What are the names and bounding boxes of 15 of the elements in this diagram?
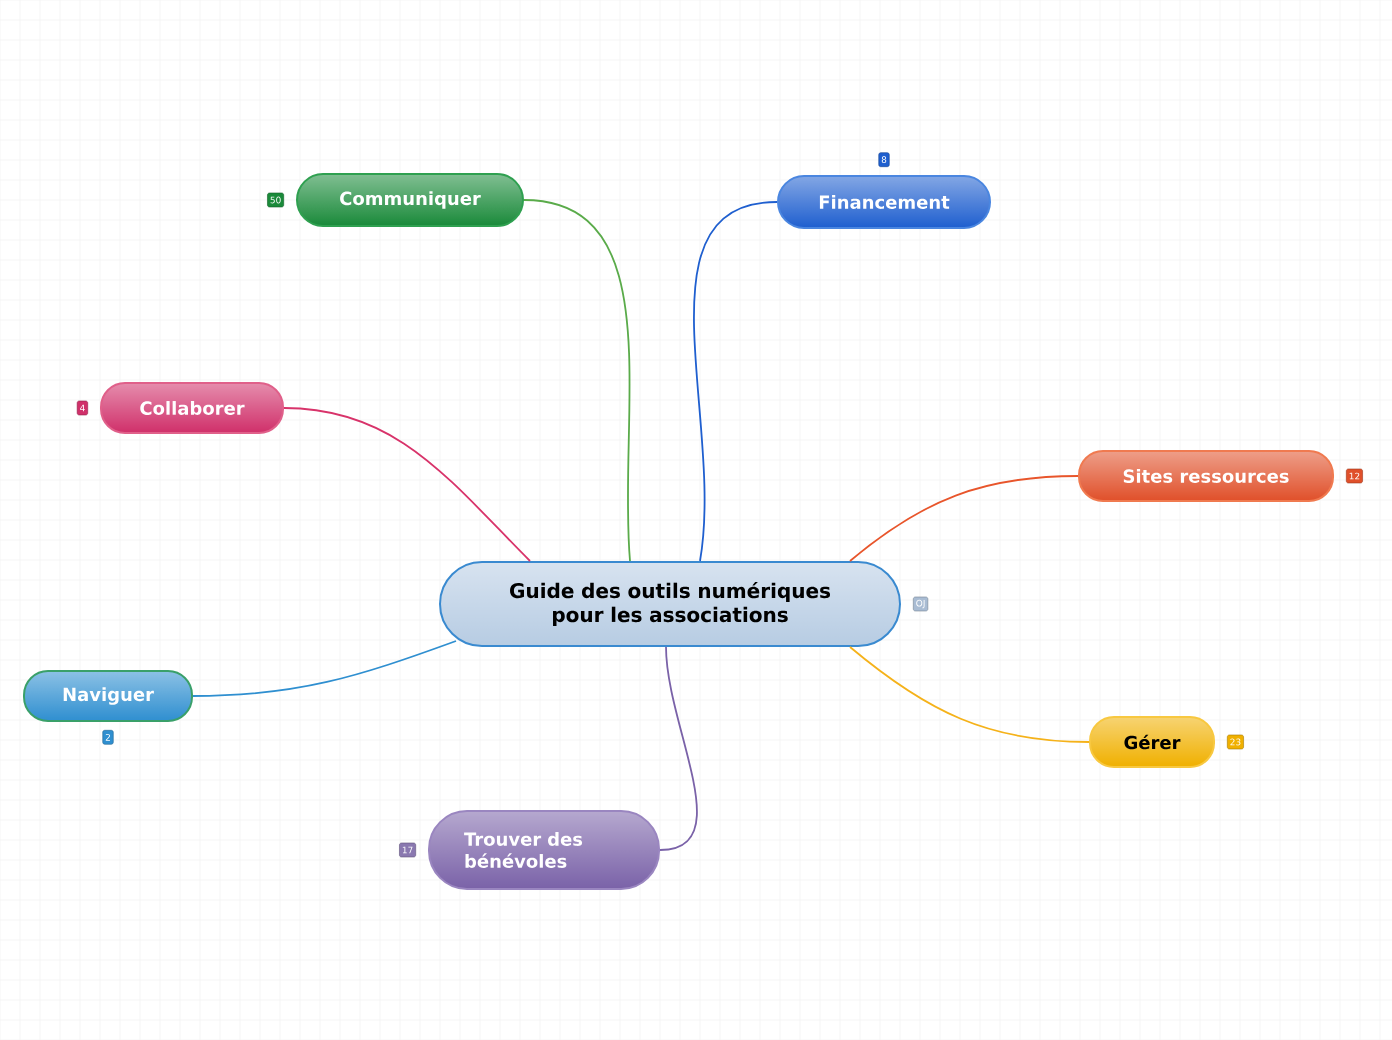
branch-line (192, 640, 457, 697)
branch-line (659, 646, 698, 851)
topic-box: Sites ressources (1078, 450, 1334, 502)
topic-box: Trouver des bénévoles (428, 810, 660, 890)
topic-box: Gérer (1089, 716, 1215, 768)
branch-line (849, 475, 1079, 562)
branch-line (283, 407, 531, 562)
central-topic-box: Guide des outils numériques pour les associations (439, 561, 901, 647)
topic-box: Naviguer (23, 670, 193, 722)
branch-line (849, 646, 1090, 743)
branch-line (693, 201, 778, 562)
branch-line (523, 199, 631, 562)
topic-box: Financement (777, 175, 991, 229)
topic-box: Collaborer (100, 382, 284, 434)
topic-box: Communiquer (296, 173, 524, 227)
